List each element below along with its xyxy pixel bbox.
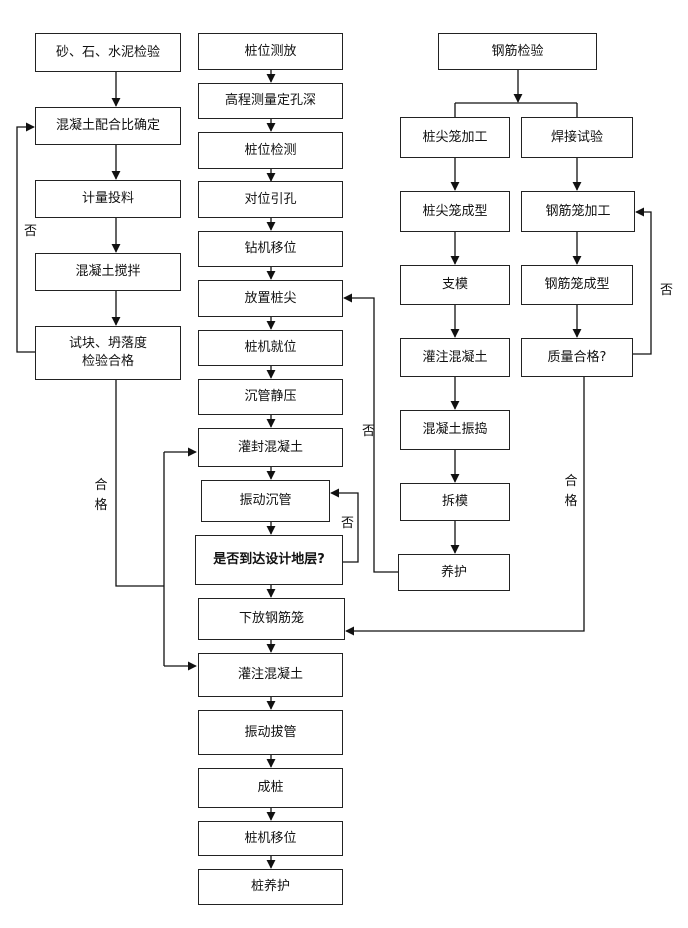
align-label: 对位引孔 <box>244 191 297 207</box>
formwork-box: 支模 <box>400 265 510 305</box>
tip-cage-form-label: 桩尖笼成型 <box>422 203 488 219</box>
rig-move-label: 钻机移位 <box>244 241 297 256</box>
formwork-label: 支模 <box>441 277 468 292</box>
elevation-label: 高程测量定孔深 <box>224 93 316 108</box>
survey-box: 桩位测放 <box>198 33 343 70</box>
mixing-label: 混凝土搅拌 <box>75 264 141 279</box>
demold-label: 拆模 <box>441 494 468 509</box>
weld-test-label: 焊接试验 <box>550 129 603 145</box>
loop-cure-no <box>343 293 398 573</box>
cage-process-box: 钢筋笼加工 <box>521 191 635 232</box>
rebar-check-box: 钢筋检验 <box>438 33 597 70</box>
pile-check-label: 桩位检测 <box>244 142 297 158</box>
rig-ready-box: 桩机就位 <box>198 330 343 366</box>
no-label-cure: 否 <box>362 424 376 439</box>
place-tip-box: 放置桩尖 <box>198 280 343 317</box>
demold-box: 拆模 <box>400 483 510 521</box>
vibrate-pull-label: 振动拔管 <box>244 724 297 740</box>
mix-ratio-box: 混凝土配合比确定 <box>35 107 181 145</box>
vibrate-pull-box: 振动拔管 <box>198 710 343 755</box>
pass-left-line <box>115 380 164 587</box>
reach-layer-label: 是否到达设计地层? <box>213 552 325 567</box>
pile-done-box: 成桩 <box>198 768 343 808</box>
pour-concrete-label: 灌注混凝土 <box>237 667 303 682</box>
vibrate-sink-box: 振动沉管 <box>201 480 330 522</box>
cure-box: 养护 <box>398 554 510 591</box>
rig-move2-box: 桩机移位 <box>198 821 343 856</box>
elevation-box: 高程测量定孔深 <box>198 83 343 119</box>
lower-cage-label: 下放钢筋笼 <box>238 611 304 626</box>
quality-ok-box: 质量合格? <box>521 338 633 377</box>
pile-check-box: 桩位检测 <box>198 132 343 169</box>
loop-right-no <box>633 207 652 355</box>
no-label-left: 否 <box>24 224 38 239</box>
pour-right-label: 灌注混凝土 <box>422 349 488 365</box>
pile-done-label: 成桩 <box>257 780 284 795</box>
mix-ratio-label: 混凝土配合比确定 <box>55 118 160 133</box>
survey-label: 桩位测放 <box>244 43 297 59</box>
loop-left-no <box>16 122 35 353</box>
mixing-box: 混凝土搅拌 <box>35 253 181 291</box>
test-block-label: 试块、坍落度 检验合格 <box>68 336 147 369</box>
metering-box: 计量投料 <box>35 180 181 218</box>
no-label-right: 否 <box>660 283 674 298</box>
seal-concrete-label: 灌封混凝土 <box>237 439 303 455</box>
quality-ok-label: 质量合格? <box>547 349 607 365</box>
cage-form-box: 钢筋笼成型 <box>521 265 633 305</box>
pile-cure-label: 桩养护 <box>250 879 290 894</box>
materials-check-label: 砂、石、水泥检验 <box>55 44 160 60</box>
pass-label-right: 合 格 <box>564 474 578 509</box>
pile-cure-box: 桩养护 <box>198 869 343 905</box>
vibrate-right-label: 混凝土振捣 <box>422 422 488 437</box>
reach-layer-box: 是否到达设计地层? <box>195 535 343 585</box>
vibrate-sink-label: 振动沉管 <box>239 493 292 508</box>
press-pipe-box: 沉管静压 <box>198 379 343 415</box>
rig-move-box: 钻机移位 <box>198 231 343 267</box>
loop-center-no <box>330 488 359 563</box>
cage-process-label: 钢筋笼加工 <box>545 203 611 219</box>
cure-label: 养护 <box>440 564 467 580</box>
materials-check-box: 砂、石、水泥检验 <box>35 33 181 72</box>
tip-cage-process-label: 桩尖笼加工 <box>422 129 488 145</box>
seal-concrete-box: 灌封混凝土 <box>198 428 343 467</box>
weld-test-box: 焊接试验 <box>521 117 633 158</box>
lower-cage-box: 下放钢筋笼 <box>198 598 345 640</box>
no-label-reach: 否 <box>341 516 355 531</box>
metering-label: 计量投料 <box>81 191 134 206</box>
press-pipe-label: 沉管静压 <box>244 389 297 404</box>
align-box: 对位引孔 <box>198 181 343 218</box>
cage-form-label: 钢筋笼成型 <box>544 277 610 292</box>
rig-ready-label: 桩机就位 <box>244 340 297 355</box>
tip-cage-process-box: 桩尖笼加工 <box>400 117 510 158</box>
test-block-box: 试块、坍落度 检验合格 <box>35 326 181 380</box>
rebar-check-label: 钢筋检验 <box>491 43 544 59</box>
pass-label-left: 合 格 <box>94 478 108 513</box>
place-tip-label: 放置桩尖 <box>244 290 297 306</box>
tip-cage-form-box: 桩尖笼成型 <box>400 191 510 232</box>
pour-concrete-box: 灌注混凝土 <box>198 653 343 697</box>
vibrate-right-box: 混凝土振捣 <box>400 410 510 450</box>
rig-move2-label: 桩机移位 <box>244 830 297 846</box>
pour-right-box: 灌注混凝土 <box>400 338 510 377</box>
pass-right-line <box>345 377 585 636</box>
